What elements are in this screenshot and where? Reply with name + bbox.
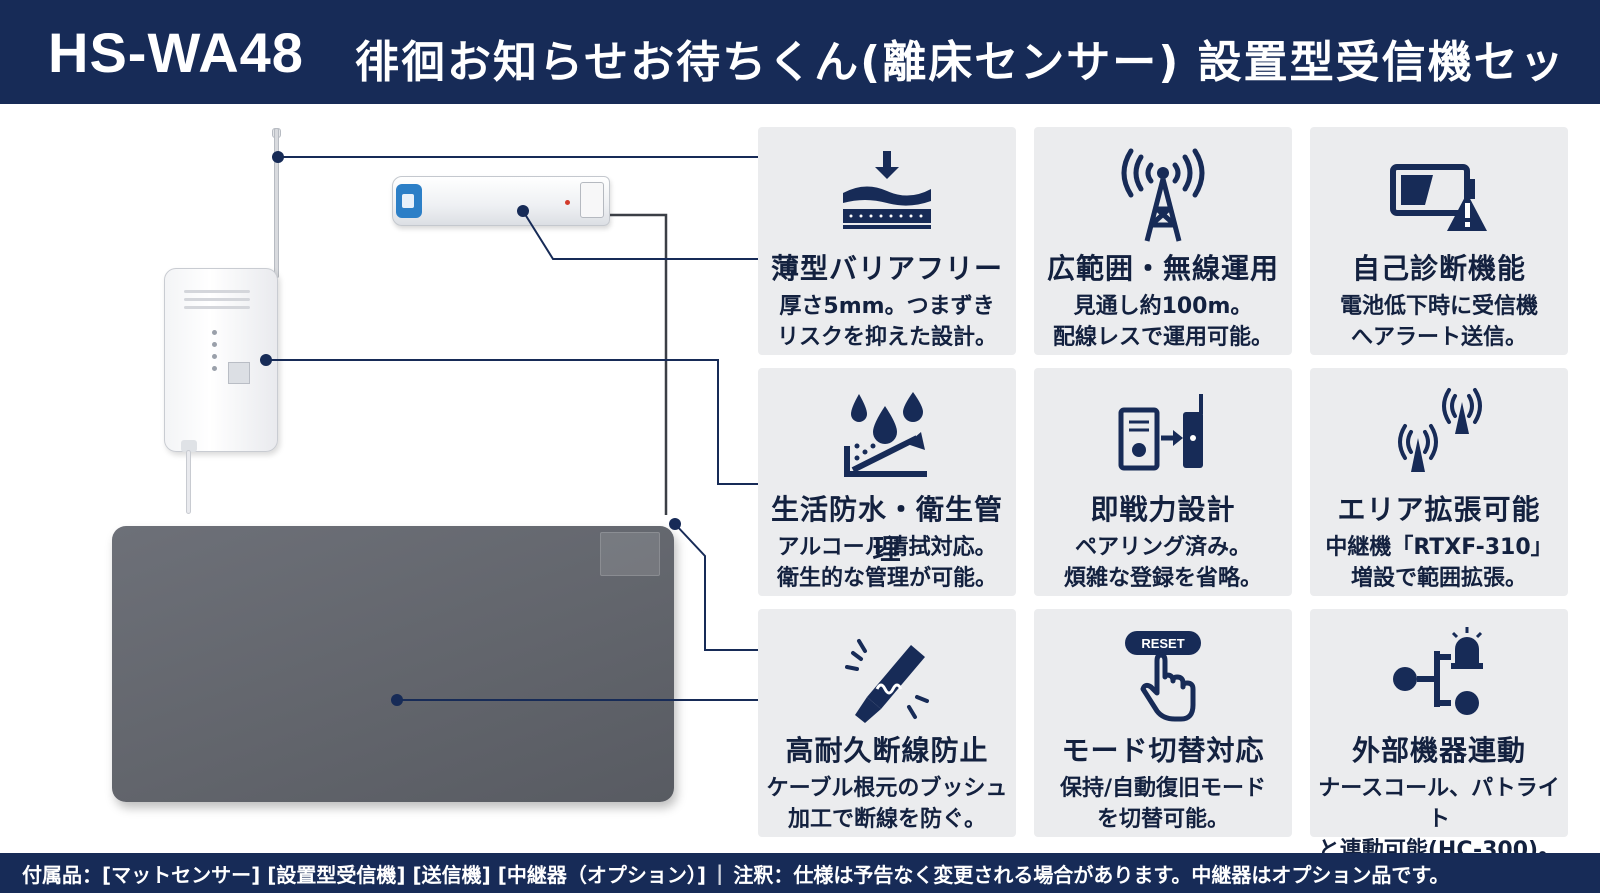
feature-description-line: ケーブル根元のブッシュ [766,776,1008,801]
feature-description-line: を切替可能。 [1096,807,1229,832]
feature-description: アルコール清拭対応。 衛生的な管理が可能。 [758,532,1016,594]
feature-description: 保持/自動復旧モード を切替可能。 [1034,773,1292,835]
receiver-vent [184,306,250,309]
header-bar: HS-WA48 徘徊お知らせお待ちくん(離床センサー) 設置型受信機セット [0,0,1600,152]
callout-dot-mat [391,694,403,706]
feature-description: 厚さ5mm。つまずき リスクを抑えた設計。 [758,291,1016,353]
repeater-antennas-icon [1398,388,1482,472]
feature-name: モード切替対応 [1061,734,1265,767]
feature-description-line: 電池低下時に受信機 [1339,294,1538,319]
callout-line-cable-root [674,523,758,651]
transmitter-slot [402,194,414,208]
feature-name: 即戦力設計 [1090,493,1236,526]
feature-description: 中継機「RTXF-310」 増設で範囲拡張。 [1310,532,1568,594]
feature-name: 広範囲・無線運用 [1046,252,1279,285]
receiver-power-cable [186,450,191,514]
feature-description-line: 増設で範囲拡張。 [1350,566,1527,591]
mat-sensor-image [112,526,674,802]
feature-description-line: へアラート送信。 [1350,325,1527,350]
mat-sensor-label [600,532,660,576]
reset-button-icon: RESET [1125,631,1201,722]
transmitter-unit-image [392,176,610,226]
feature-description-line: リスクを抑えた設計。 [776,325,997,350]
feature-name: 外部機器連動 [1351,734,1526,767]
feature-card-mode-switch: RESET モード切替対応 保持/自動復旧モード を切替可能。 [1034,609,1292,837]
external-device-link-icon [1393,627,1483,715]
accessories-text: 付属品：[マットセンサー] [設置型受信機] [送信機] [中継器（オプション）… [22,862,707,887]
callout-line-transmitter [522,210,758,260]
thin-mat-icon [843,151,931,229]
feature-description-line: 衛生的な管理が可能。 [776,566,997,591]
callout-dot-receiver [260,354,272,366]
reset-badge-text: RESET [1141,636,1184,651]
feature-card-waterproof: 生活防水・衛生管理 アルコール清拭対応。 衛生的な管理が可能。 [758,368,1016,596]
receiver-vent [184,298,250,301]
receiver-led [212,354,217,359]
feature-description-line: ペアリング済み。 [1074,535,1251,560]
feature-description: ケーブル根元のブッシュ 加工で断線を防ぐ。 [758,773,1016,835]
paired-devices-icon [1118,394,1203,471]
feature-description-line: 中継機「RTXF-310」 [1325,535,1553,560]
low-battery-warning-icon [1390,164,1487,231]
feature-card-area-expansion: エリア拡張可能 中継機「RTXF-310」 増設で範囲拡張。 [1310,368,1568,596]
callout-dot-antenna [272,151,284,163]
feature-description-line: 保持/自動復旧モード [1059,776,1267,801]
transmitter-indicator-led [565,200,570,205]
footer-note: 注釈：仕様は予告なく変更される場合があります。中継器はオプション品です。 [733,862,1450,887]
feature-name: 生活防水・衛生管理 [770,493,1003,566]
callout-dot-transmitter [517,205,529,217]
feature-description: 電池低下時に受信機 へアラート送信。 [1310,291,1568,353]
transmitter-port [580,182,604,218]
feature-description: ペアリング済み。 煩雑な登録を省略。 [1034,532,1292,594]
callout-dot-cable-root [669,518,681,530]
receiver-cable-plug [181,440,197,452]
feature-name: 薄型バリアフリー [770,252,1003,285]
page-title: 徘徊お知らせお待ちくん(離床センサー) 設置型受信機セット [355,37,1566,152]
feature-card-ready: 即戦力設計 ペアリング済み。 煩雑な登録を省略。 [1034,368,1292,596]
receiver-led [212,342,217,347]
footer-bar: 付属品：[マットセンサー] [設置型受信機] [送信機] [中継器（オプション）… [0,853,1600,893]
feature-card-self-diagnosis: 自己診断機能 電池低下時に受信機 へアラート送信。 [1310,127,1568,355]
feature-card-thin: 薄型バリアフリー 厚さ5mm。つまずき リスクを抑えた設計。 [758,127,1016,355]
feature-description-line: アルコール清拭対応。 [777,535,997,560]
feature-description-line: 配線レスで運用可能。 [1052,325,1273,350]
radio-tower-icon [1121,148,1205,242]
feature-card-external-link: 外部機器連動 ナースコール、パトライト と連動可能(HC-300)。 [1310,609,1568,863]
waterproof-drops-icon [844,392,927,477]
feature-name: 自己診断機能 [1351,252,1526,285]
feature-card-durable-cable: 高耐久断線防止 ケーブル根元のブッシュ 加工で断線を防ぐ。 [758,609,1016,837]
receiver-led [212,366,217,371]
callout-line-receiver [266,359,758,485]
feature-description-line: 加工で断線を防ぐ。 [787,807,986,832]
model-number: HS-WA48 [48,21,304,84]
callout-lines [260,151,758,706]
reinforced-cable-icon [845,639,929,723]
feature-name: 高耐久断線防止 [785,734,989,767]
transmitter-cable [610,213,668,515]
feature-description-line: ナースコール、パトライト [1318,776,1560,832]
feature-description-line: 厚さ5mm。つまずき [779,294,995,319]
feature-card-wireless: 広範囲・無線運用 見通し約100m。 配線レスで運用可能。 [1034,127,1292,355]
receiver-control-panel [228,362,250,384]
receiver-vent [184,290,250,293]
feature-description-line: 見通し約100m。 [1073,294,1253,319]
feature-description: 見通し約100m。 配線レスで運用可能。 [1034,291,1292,353]
footer-separator: | [716,861,724,885]
receiver-led [212,330,217,335]
feature-description-line: 煩雑な登録を省略。 [1063,566,1262,591]
feature-name: エリア拡張可能 [1337,493,1541,526]
